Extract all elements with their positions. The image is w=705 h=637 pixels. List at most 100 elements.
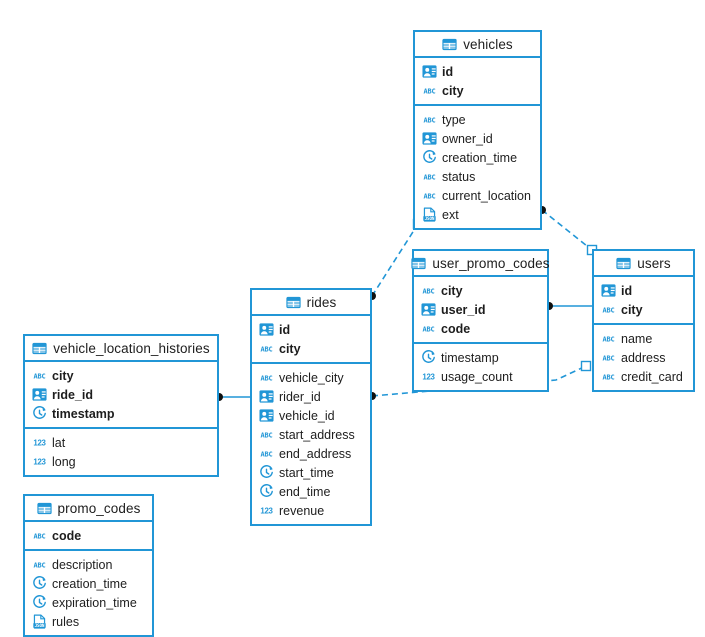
primary-key-field-id[interactable]: id bbox=[594, 281, 693, 300]
uuid-icon bbox=[422, 131, 437, 146]
table-header-users[interactable]: users bbox=[594, 251, 693, 277]
field-name: ext bbox=[442, 207, 459, 222]
column-field-start_time[interactable]: start_time bbox=[252, 463, 370, 482]
primary-key-field-city[interactable]: ABC city bbox=[25, 366, 217, 385]
column-field-owner_id[interactable]: owner_id bbox=[415, 129, 540, 148]
field-name: timestamp bbox=[441, 350, 499, 365]
table-header-promo_codes[interactable]: promo_codes bbox=[25, 496, 152, 522]
abc-icon: ABC bbox=[421, 283, 436, 298]
column-field-timestamp[interactable]: timestamp bbox=[414, 348, 547, 367]
field-name: end_address bbox=[279, 446, 352, 461]
table-icon bbox=[411, 256, 427, 271]
field-name: rules bbox=[52, 614, 80, 629]
field-name: long bbox=[52, 454, 76, 469]
field-name: status bbox=[442, 169, 476, 184]
table-title: vehicles bbox=[463, 36, 513, 52]
primary-key-field-timestamp[interactable]: timestamp bbox=[25, 404, 217, 423]
column-field-creation_time[interactable]: creation_time bbox=[25, 574, 152, 593]
relationship-rel-vlh-rides[interactable] bbox=[215, 393, 250, 401]
column-field-rider_id[interactable]: rider_id bbox=[252, 387, 370, 406]
column-field-end_time[interactable]: end_time bbox=[252, 482, 370, 501]
svg-text:JSON: JSON bbox=[35, 623, 45, 628]
clock-icon bbox=[32, 406, 47, 421]
field-name: code bbox=[52, 528, 82, 543]
primary-key-field-user_id[interactable]: user_id bbox=[414, 300, 547, 319]
svg-text:ABC: ABC bbox=[603, 355, 615, 363]
column-field-description[interactable]: ABC description bbox=[25, 555, 152, 574]
svg-text:123: 123 bbox=[422, 373, 435, 382]
table-title: rides bbox=[306, 294, 337, 310]
table-header-rides[interactable]: rides bbox=[252, 290, 370, 316]
relationship-square-marker bbox=[580, 360, 592, 372]
svg-text:ABC: ABC bbox=[34, 373, 46, 381]
table-header-user_promo_codes[interactable]: user_promo_codes bbox=[411, 251, 549, 277]
relationship-rel-upc-users[interactable] bbox=[545, 302, 592, 310]
field-name: vehicle_city bbox=[279, 370, 344, 385]
svg-text:123: 123 bbox=[260, 507, 273, 516]
field-name: ride_id bbox=[52, 387, 93, 402]
abc-icon: ABC bbox=[32, 557, 47, 572]
field-name: description bbox=[52, 557, 113, 572]
uuid-icon bbox=[422, 64, 437, 79]
abc-icon: ABC bbox=[601, 302, 616, 317]
field-name: city bbox=[52, 368, 74, 383]
abc-icon: ABC bbox=[601, 350, 616, 365]
clock-icon bbox=[32, 595, 47, 610]
uuid-icon bbox=[259, 389, 274, 404]
uuid-icon bbox=[601, 283, 616, 298]
primary-key-field-ride_id[interactable]: ride_id bbox=[25, 385, 217, 404]
table-header-vehicle_location_histories[interactable]: vehicle_location_histories bbox=[25, 336, 217, 362]
field-name: id bbox=[442, 64, 454, 79]
column-field-expiration_time[interactable]: expiration_time bbox=[25, 593, 152, 612]
field-name: creation_time bbox=[52, 576, 128, 591]
primary-key-field-id[interactable]: id bbox=[415, 62, 540, 81]
abc-icon: ABC bbox=[259, 446, 274, 461]
table-icon bbox=[442, 37, 457, 52]
column-field-rules[interactable]: JSON rules bbox=[25, 612, 152, 631]
svg-text:ABC: ABC bbox=[423, 288, 435, 296]
column-field-vehicle_id[interactable]: vehicle_id bbox=[252, 406, 370, 425]
primary-key-field-id[interactable]: id bbox=[252, 320, 370, 339]
field-name: expiration_time bbox=[52, 595, 137, 610]
abc-icon: ABC bbox=[422, 188, 437, 203]
relationship-rel-vehicles-users[interactable] bbox=[538, 206, 598, 256]
table-title: users bbox=[637, 255, 671, 271]
field-name: end_time bbox=[279, 484, 331, 499]
table-header-vehicles[interactable]: vehicles bbox=[415, 32, 540, 58]
column-field-end_address[interactable]: ABC end_address bbox=[252, 444, 370, 463]
field-name: start_time bbox=[279, 465, 334, 480]
svg-text:123: 123 bbox=[33, 439, 46, 448]
uuid-icon bbox=[421, 302, 436, 317]
field-name: city bbox=[442, 83, 464, 98]
column-field-creation_time[interactable]: creation_time bbox=[415, 148, 540, 167]
